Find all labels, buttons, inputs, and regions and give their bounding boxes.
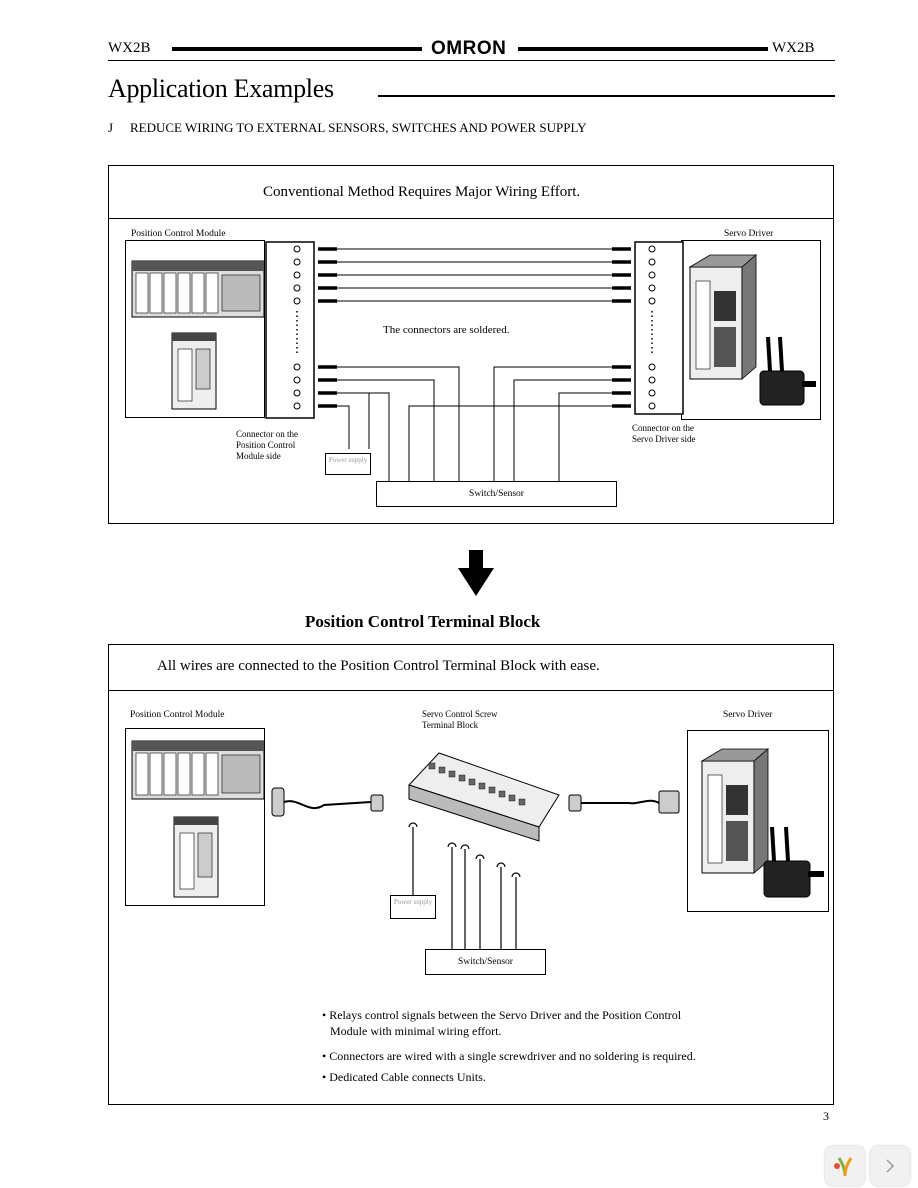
terminal-block-device [408,752,560,842]
conventional-wiring-diagram [265,241,684,482]
conventional-panel-header: Conventional Method Requires Major Wirin… [109,166,833,219]
tb-servo-driver-icon [700,748,824,898]
position-control-module-label: Position Control Module [131,229,226,239]
note-single-screwdriver: • Connectors are wired with a single scr… [322,1049,696,1063]
servo-driver-label: Servo Driver [724,229,774,239]
bullet-heading-text: REDUCE WIRING TO EXTERNAL SENSORS, SWITC… [130,120,587,135]
position-control-module-image [125,240,265,418]
servo-driver-icon [688,254,816,406]
tb-servo-driver-image [687,730,829,912]
tb-servo-driver-label: Servo Driver [723,710,773,720]
conventional-title: Conventional Method Requires Major Wirin… [263,184,581,200]
right-dedicated-cable [568,790,680,814]
power-supply-box: Power supply [325,453,371,475]
header-rule-right [518,47,768,51]
note-relay-signals-line1: • Relays control signals between the Ser… [322,1008,682,1022]
terminal-block-title: Position Control Terminal Block [305,612,541,631]
right-connector-label-line1: Connector on the [632,423,694,433]
header-rule-left [172,47,422,51]
app-logo-icon [834,1157,853,1177]
note-dedicated-cable: • Dedicated Cable connects Units. [322,1070,486,1084]
bullet-mark: J [108,120,114,135]
tb-position-control-module-label: Position Control Module [130,710,225,720]
right-connector-label-line2: Servo Driver side [632,434,696,444]
app-logo-button[interactable] [825,1146,865,1186]
switch-sensor-box: Switch/Sensor [376,481,617,507]
tb-position-control-module-image [125,728,265,906]
tb-switch-sensor-box: Switch/Sensor [425,949,546,975]
header-divider [108,60,835,61]
left-connector-label: Connector on the Position Control Module… [236,429,298,462]
plc-rack-icon [131,260,265,410]
servo-driver-image [681,240,821,420]
terminal-block-wiring-diagram [271,752,680,950]
next-page-button[interactable] [870,1146,910,1186]
terminal-panel-header: All wires are connected to the Position … [109,645,833,691]
terminal-block-panel: All wires are connected to the Position … [108,644,834,1105]
section-title-rule [378,95,835,97]
right-connector-label: Connector on the Servo Driver side [632,423,695,445]
terminal-panel-title: All wires are connected to the Position … [157,658,600,674]
doc-code-left: WX2B [108,40,151,56]
doc-code-right: WX2B [772,40,815,56]
down-arrow-icon [458,550,494,596]
soldered-note: The connectors are soldered. [383,324,510,336]
left-connector-label-line1: Connector on the [236,429,298,439]
brand-logo: OMRON [431,38,507,59]
conventional-method-panel: Conventional Method Requires Major Wirin… [108,165,834,524]
note-relay-signals-line2: Module with minimal wiring effort. [330,1024,502,1038]
chevron-right-icon [886,1159,895,1173]
tb-terminal-block-label: Servo Control Screw Terminal Block [422,709,498,731]
note-relay-signals: • Relays control signals between the Ser… [322,1007,681,1039]
section-title: Application Examples [108,74,334,103]
left-connector-label-line2: Position Control [236,440,296,450]
tb-terminal-block-label-line1: Servo Control Screw [422,709,498,719]
tb-plc-rack-icon [131,740,265,898]
tb-terminal-block-label-line2: Terminal Block [422,720,479,730]
bullet-heading: J REDUCE WIRING TO EXTERNAL SENSORS, SWIT… [108,120,587,136]
tb-power-supply-box: Power supply [390,895,436,919]
page-number: 3 [823,1109,829,1123]
left-connector-label-line3: Module side [236,451,281,461]
left-dedicated-cable [271,787,384,817]
